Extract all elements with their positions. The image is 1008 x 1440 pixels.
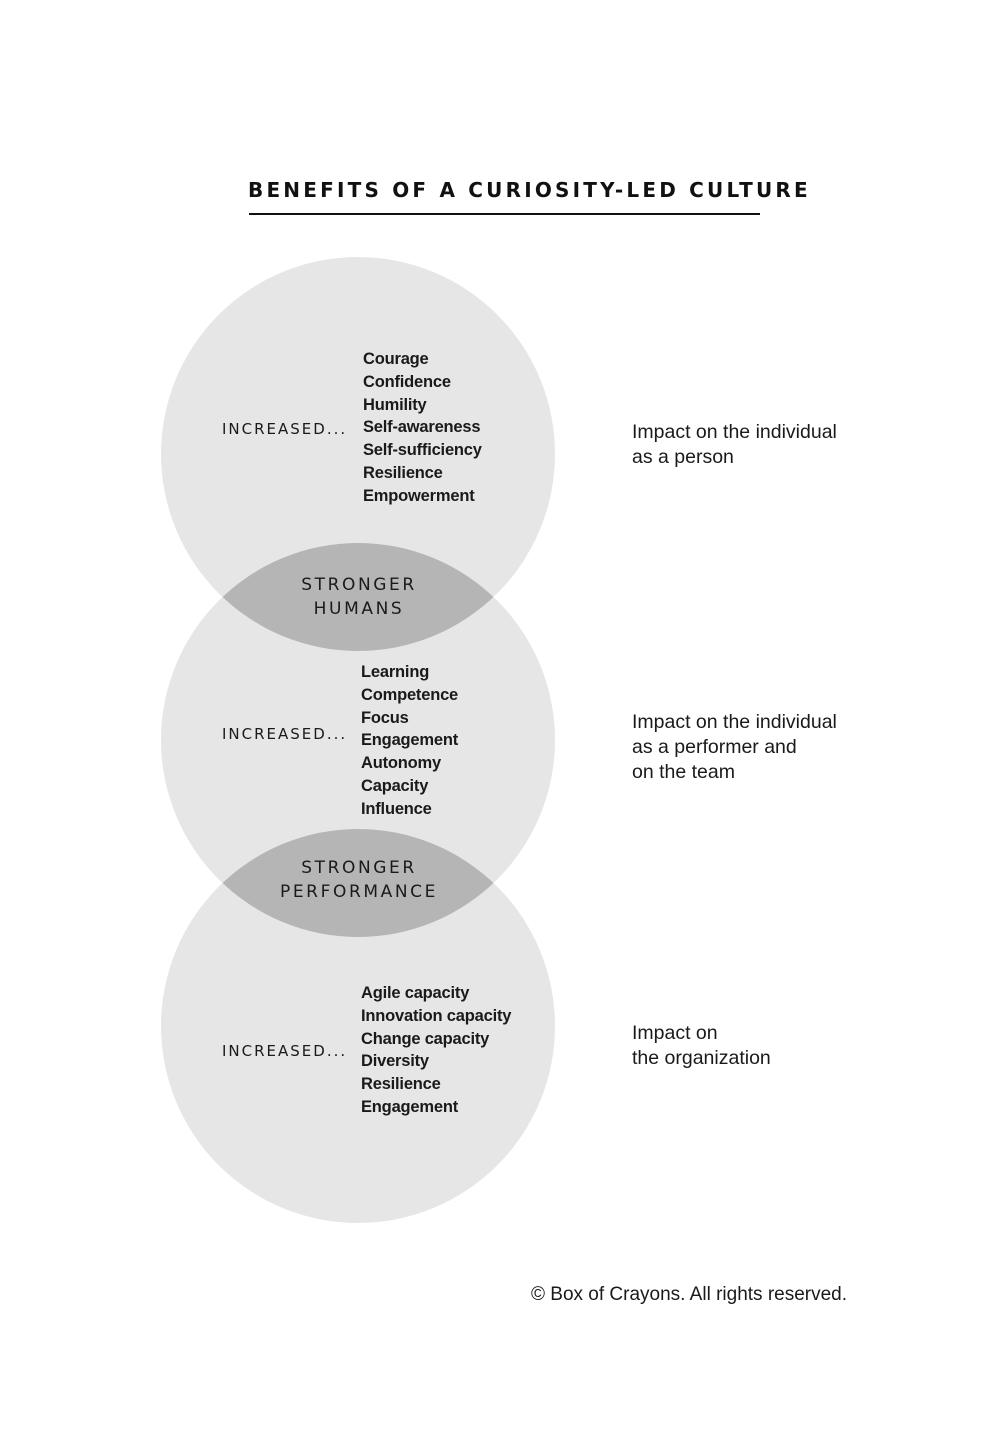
benefit-item: Capacity — [361, 776, 429, 795]
title-underline — [249, 213, 760, 215]
impact-line: Impact on the individual — [632, 711, 837, 733]
benefit-item: Competence — [361, 685, 459, 704]
impact-line: the organization — [632, 1047, 771, 1069]
benefit-item: Humility — [363, 395, 427, 414]
benefit-item: Influence — [361, 799, 432, 818]
impact-text-3: Impact on the organization — [632, 1021, 771, 1071]
benefit-item: Agile capacity — [361, 984, 470, 1002]
benefit-item: Courage — [363, 350, 429, 368]
benefit-item: Resilience — [361, 1075, 441, 1094]
benefit-item: Change capacity — [361, 1029, 490, 1048]
impact-line: as a person — [632, 446, 734, 468]
copyright-notice: © Box of Crayons. All rights reserved. — [531, 1284, 848, 1305]
impact-line: Impact on the individual — [632, 421, 837, 443]
benefit-list-3: Agile capacity Innovation capacity Chang… — [361, 982, 511, 1119]
increased-label-2: INCREASED... — [222, 725, 348, 743]
diagram-title: BENEFITS OF A CURIOSITY-LED CULTURE — [248, 178, 811, 202]
benefit-list-2: Learning Competence Focus Engagement Aut… — [361, 661, 458, 821]
impact-text-1: Impact on the individual as a person — [632, 420, 837, 470]
benefit-item: Resilience — [363, 463, 443, 482]
impact-text-2: Impact on the individual as a performer … — [632, 710, 837, 785]
benefit-item: Focus — [361, 708, 409, 727]
impact-line: as a performer and — [632, 736, 797, 758]
benefit-item: Empowerment — [363, 486, 475, 505]
benefit-item: Engagement — [361, 1097, 459, 1116]
benefit-item: Engagement — [361, 731, 459, 750]
benefit-item: Diversity — [361, 1052, 429, 1071]
increased-label-3: INCREASED... — [222, 1042, 348, 1060]
overlap-label-line: STRONGER — [301, 858, 417, 878]
overlap-label-humans: STRONGER HUMANS — [259, 573, 459, 621]
benefit-item: Autonomy — [361, 754, 441, 773]
benefit-item: Learning — [361, 663, 430, 681]
benefit-item: Self-awareness — [363, 418, 481, 437]
impact-line: Impact on — [632, 1022, 718, 1044]
benefit-item: Confidence — [363, 372, 451, 391]
benefit-item: Innovation capacity — [361, 1006, 512, 1025]
circle-individual-performer — [161, 543, 555, 937]
circle-individual-person — [161, 257, 555, 651]
overlap-label-line: HUMANS — [313, 599, 405, 619]
circle-organization — [161, 829, 555, 1223]
impact-line: on the team — [632, 761, 735, 783]
benefit-item: Self-sufficiency — [363, 441, 482, 460]
overlap-label-performance: STRONGER PERFORMANCE — [259, 856, 459, 904]
increased-label-1: INCREASED... — [222, 420, 348, 438]
benefit-list-1: Courage Confidence Humility Self-awarene… — [363, 348, 482, 508]
overlap-label-line: PERFORMANCE — [279, 882, 438, 902]
overlap-label-line: STRONGER — [301, 575, 417, 595]
